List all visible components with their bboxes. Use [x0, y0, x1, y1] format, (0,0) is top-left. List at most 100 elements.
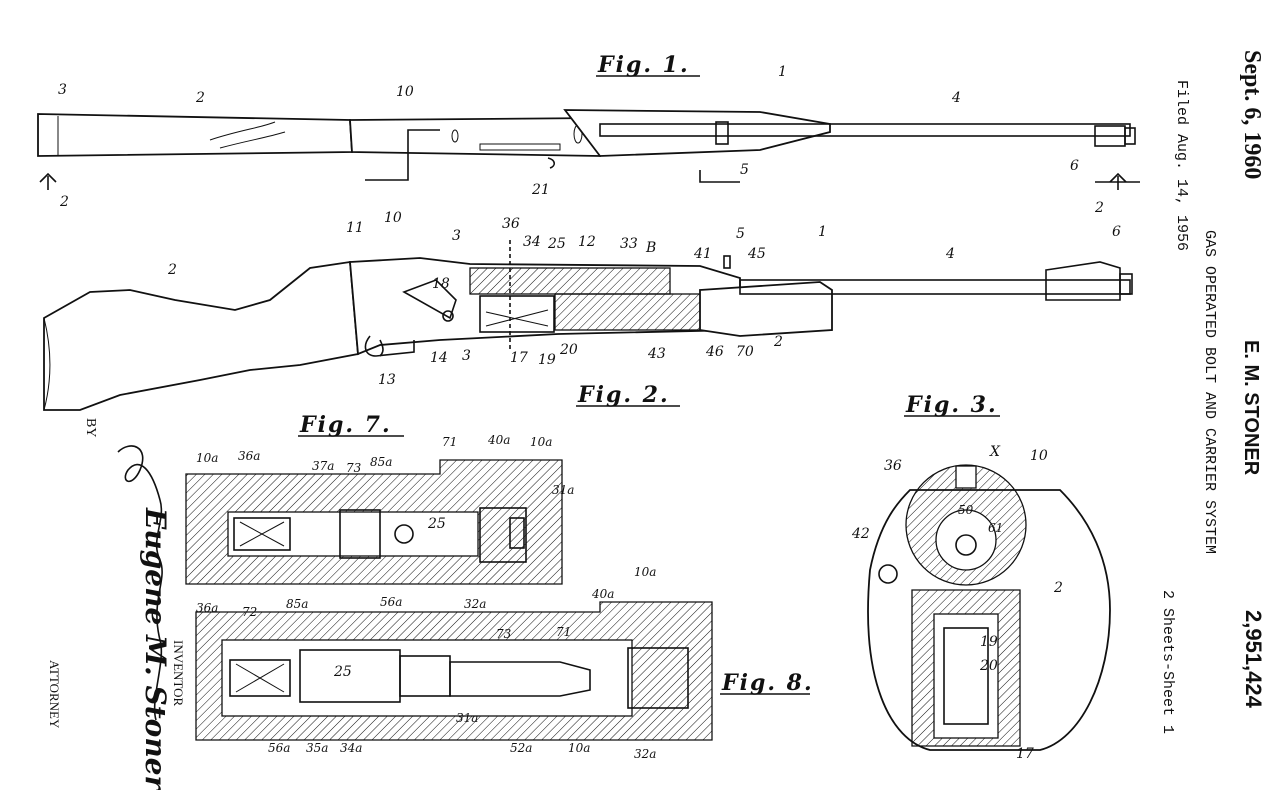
fig1-handguard [563, 109, 831, 157]
fig2-label: 20 [559, 342, 578, 358]
fig7-label: 56a [380, 595, 402, 609]
fig2-label: 10 [384, 210, 402, 226]
fig2-bolt-carrier [469, 267, 671, 295]
fig2-label: 45 [747, 246, 766, 262]
fig8-label: 56a [268, 741, 290, 755]
figure-7: Fig. 7. 10a 36a 37a 73 85a 71 40a 10a 31… [185, 412, 574, 611]
fig2-label: 3 [462, 348, 471, 364]
fig3-label: 2 [1053, 580, 1063, 596]
fig3-label: 36 [884, 458, 902, 474]
fig1-label: 2 [59, 194, 69, 210]
inventor-label: INVENTOR [171, 640, 186, 707]
fig3-label: 61 [988, 521, 1003, 535]
filed-date: Filed Aug. 14, 1956 [1173, 80, 1190, 252]
fig8-chamber [221, 639, 633, 717]
fig2-label: 17 [510, 350, 528, 366]
fig2-label: B [645, 240, 656, 256]
figure-8: Fig. 8. 36a 72 85a 73 71 40a 10a 25 31a … [195, 565, 814, 761]
fig2-label: 5 [736, 226, 745, 242]
fig7-label: 73 [346, 461, 362, 475]
fig7-label: 10a [196, 451, 218, 465]
by-label: BY [83, 418, 98, 438]
fig2-label: 34 [523, 234, 541, 250]
fig2-label: 36 [502, 216, 520, 232]
fig2-barrel [739, 279, 1131, 295]
fig2-label: 2 [773, 334, 783, 350]
fig8-label: 10a [568, 741, 590, 755]
fig8-label: 36a [196, 601, 218, 615]
figure-3: Fig. 3. 36 X 10 42 50 61 2 19 20 17 [851, 392, 1111, 762]
fig2-label: 19 [538, 352, 556, 368]
fig7-label: 10a [530, 435, 552, 449]
fig8-title: Fig. 8. [721, 670, 814, 696]
sheet-count: 2 Sheets-Sheet 1 [1159, 590, 1176, 735]
fig1-label: 10 [396, 84, 414, 100]
fig8-label: 34a [340, 741, 362, 755]
fig1-stock [37, 113, 353, 157]
figure-1: Fig. 1. 3 2 10 1 4 21 5 [37, 52, 1140, 216]
fig1-label: 2 [195, 90, 205, 106]
fig2-label: 18 [432, 276, 450, 292]
fig7-label: 71 [442, 435, 457, 449]
inventor-script-name: Eugene M. Stoner [139, 508, 172, 790]
fig8-label: 72 [242, 605, 257, 619]
patent-title: GAS OPERATED BOLT AND CARRIER SYSTEM [1201, 230, 1218, 555]
fig7-title: Fig. 7. [299, 412, 392, 438]
fig2-label: 14 [430, 350, 448, 366]
fig2-label: 2 [167, 262, 177, 278]
fig2-label: 33 [620, 236, 638, 252]
fig8-label: 35a [306, 741, 328, 755]
fig7-label: 40a [487, 433, 510, 447]
inventor-name: E. M. STONER [1240, 340, 1262, 476]
fig7-label: 31a [552, 483, 574, 497]
fig2-label: 6 [1112, 224, 1121, 240]
fig2-label: 41 [693, 246, 712, 262]
attorney-signature [117, 445, 163, 721]
fig8-cartridge [449, 661, 591, 697]
fig2-label: 11 [346, 220, 364, 236]
fig2-label: 4 [945, 246, 955, 262]
fig1-label: 3 [58, 82, 67, 98]
fig2-handguard [699, 281, 833, 337]
fig1-label: 4 [951, 90, 961, 106]
fig8-label: 40a [591, 587, 614, 601]
fig1-label: 1 [778, 64, 787, 80]
fig3-label: 10 [1030, 448, 1048, 464]
fig2-label: 25 [547, 236, 566, 252]
patent-number: 2,951,424 [1241, 610, 1266, 708]
fig1-barrel [599, 123, 1131, 137]
fig8-label: 73 [496, 627, 512, 641]
fig7-bolt [227, 511, 479, 557]
fig3-label: 19 [980, 634, 998, 650]
fig2-label: 70 [736, 344, 754, 360]
fig7-label: 32a [464, 597, 486, 611]
fig1-label: 5 [740, 162, 749, 178]
fig2-stock [43, 260, 359, 411]
fig7-label: 25 [427, 516, 446, 532]
fig3-label: 50 [958, 503, 974, 517]
fig7-label: 36a [238, 449, 260, 463]
fig8-label: 32a [634, 747, 656, 761]
fig2-label: 43 [647, 346, 666, 362]
fig2-label: 3 [452, 228, 461, 244]
figure-2: Fig. 2. 11 10 2 3 36 34 25 12 [43, 210, 1133, 411]
fig1-receiver [349, 117, 601, 157]
fig7-label: 37a [312, 459, 334, 473]
attorney-label: ATTORNEY [47, 660, 62, 729]
fig3-title: Fig. 3. [905, 392, 998, 418]
fig1-label: 6 [1070, 158, 1079, 174]
fig7-label: 85a [370, 455, 392, 469]
fig8-label: 10a [634, 565, 656, 579]
fig8-label: 52a [510, 741, 532, 755]
fig2-label: 1 [818, 224, 827, 240]
fig3-label: X [989, 444, 1001, 460]
fig2-label: 13 [378, 372, 396, 388]
fig2-title: Fig. 2. [577, 382, 670, 408]
fig2-label: 46 [705, 344, 724, 360]
fig3-label: 17 [1016, 746, 1034, 762]
fig8-label: 71 [556, 625, 571, 639]
fig2-label: 12 [578, 234, 596, 250]
fig8-label: 31a [456, 711, 478, 725]
fig1-label: 21 [531, 182, 550, 198]
